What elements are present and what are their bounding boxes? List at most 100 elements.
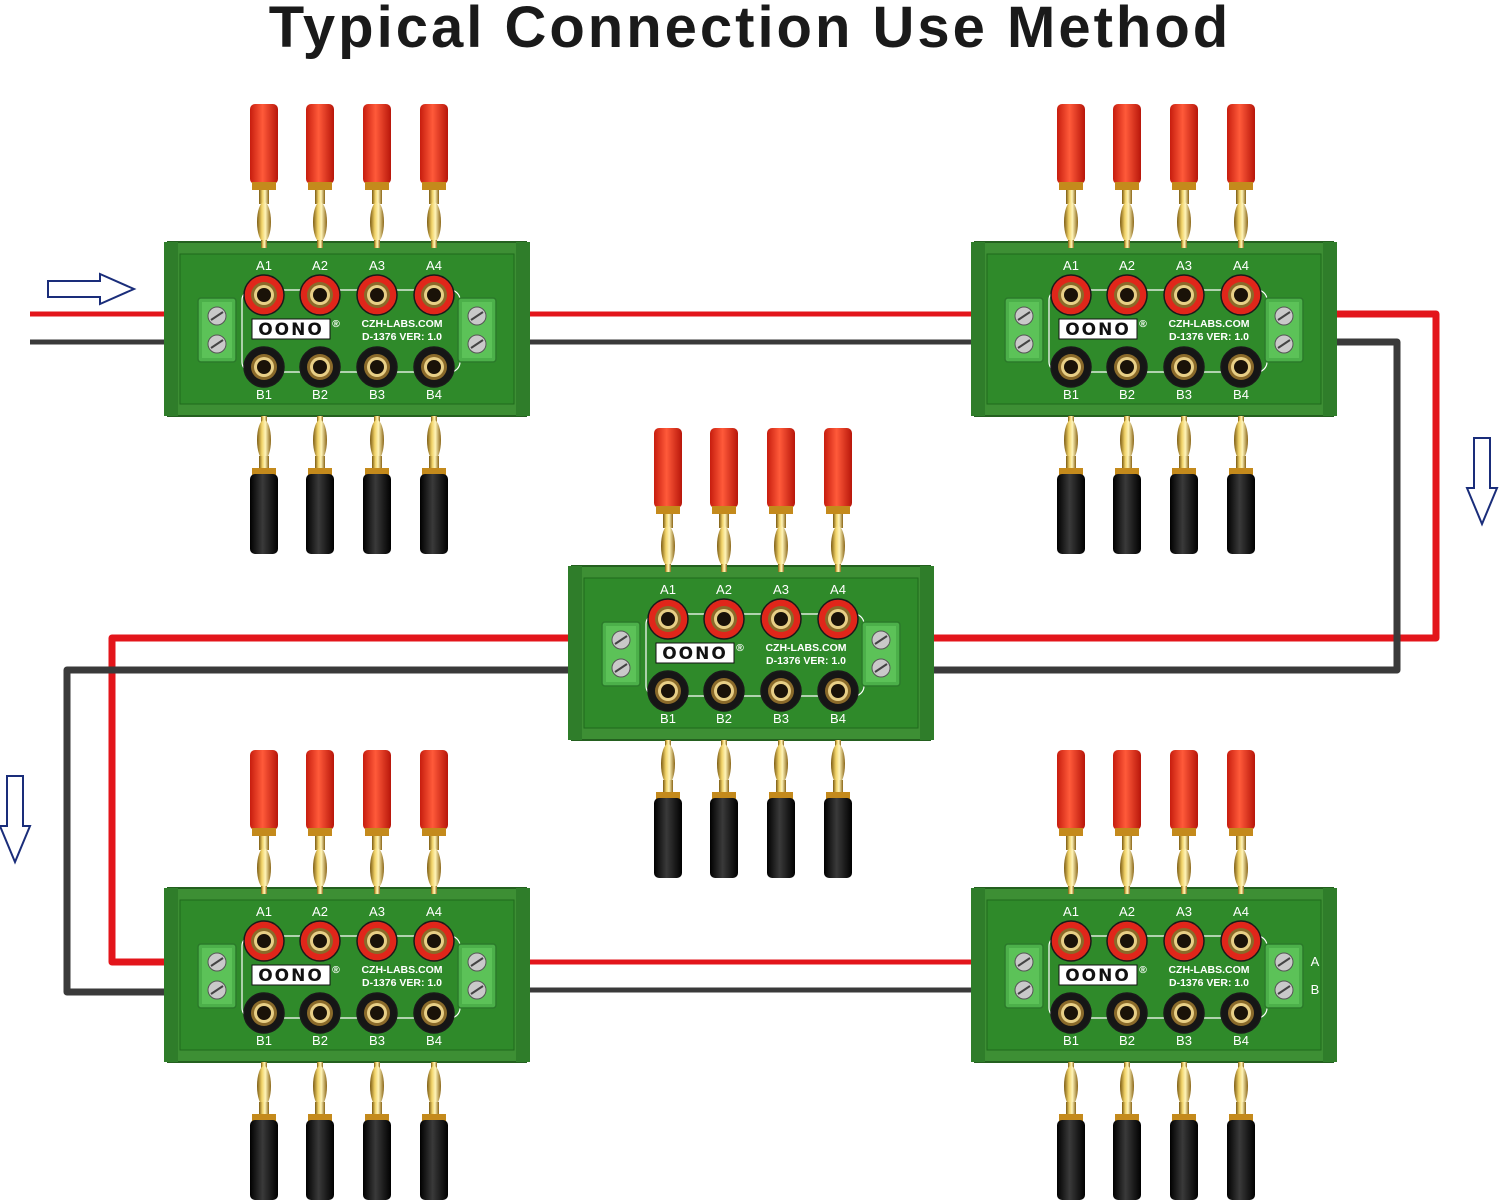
jack-b4[interactable]	[817, 670, 859, 712]
terminal-block-right[interactable]	[457, 943, 497, 1009]
jack-label-b1: B1	[256, 1033, 272, 1048]
black-banana-plug	[1113, 1062, 1141, 1200]
jack-b2[interactable]	[299, 992, 341, 1034]
jack-a3[interactable]	[1163, 274, 1205, 316]
jack-a1[interactable]	[1050, 274, 1092, 316]
jack-a3[interactable]	[1163, 920, 1205, 962]
jack-b1[interactable]	[1050, 992, 1092, 1034]
jack-label-b4: B4	[426, 387, 442, 402]
jack-b1[interactable]	[647, 670, 689, 712]
page-title: Typical Connection Use Method	[268, 0, 1232, 60]
terminal-block-left[interactable]	[197, 943, 237, 1009]
jack-label-b4: B4	[830, 711, 846, 726]
jack-a2[interactable]	[1106, 274, 1148, 316]
wires	[30, 310, 1440, 996]
red-banana-plug	[824, 428, 852, 572]
jack-b3[interactable]	[356, 346, 398, 388]
jack-label-b3: B3	[369, 1033, 385, 1048]
jack-b4[interactable]	[1220, 992, 1262, 1034]
red-banana-plug	[1170, 750, 1198, 894]
red-banana-plug	[306, 104, 334, 248]
jack-b4[interactable]	[413, 992, 455, 1034]
jack-b1[interactable]	[1050, 346, 1092, 388]
registered-mark: ®	[736, 642, 744, 654]
black-banana-plug	[306, 1062, 334, 1200]
jack-a3[interactable]	[356, 274, 398, 316]
jack-a2[interactable]	[1106, 920, 1148, 962]
jack-b2[interactable]	[299, 346, 341, 388]
svg-text:OONO: OONO	[1065, 966, 1131, 986]
jack-a2[interactable]	[299, 274, 341, 316]
terminal-block-left[interactable]	[197, 297, 237, 363]
brand-logo: OONO	[251, 964, 331, 986]
black-banana-plug	[824, 740, 852, 878]
jack-label-b3: B3	[773, 711, 789, 726]
terminal-block-left[interactable]	[601, 621, 641, 687]
jack-a3[interactable]	[356, 920, 398, 962]
black-banana-plug	[1170, 1062, 1198, 1200]
terminal-label-b: B	[1311, 982, 1320, 997]
svg-text:OONO: OONO	[1065, 320, 1131, 340]
jack-label-b2: B2	[312, 1033, 328, 1048]
jack-a4[interactable]	[1220, 920, 1262, 962]
jack-label-b2: B2	[1119, 1033, 1135, 1048]
jack-b3[interactable]	[356, 992, 398, 1034]
black-banana-plug	[1057, 416, 1085, 554]
jack-label-a2: A2	[312, 904, 328, 919]
registered-mark: ®	[1139, 318, 1147, 330]
red-banana-plug	[767, 428, 795, 572]
black-banana-plug	[363, 1062, 391, 1200]
jack-a1[interactable]	[243, 274, 285, 316]
jack-label-a1: A1	[660, 582, 676, 597]
terminal-block-right[interactable]	[1264, 297, 1304, 363]
model-text: D-1376 VER: 1.0	[766, 655, 846, 667]
terminal-block-left[interactable]	[1004, 943, 1044, 1009]
terminal-block-right[interactable]	[457, 297, 497, 363]
red-banana-plug	[1227, 750, 1255, 894]
red-wire-2-3	[880, 310, 1440, 642]
jack-a2[interactable]	[299, 920, 341, 962]
red-banana-plug	[1057, 750, 1085, 894]
black-banana-plug	[710, 740, 738, 878]
jack-b2[interactable]	[703, 670, 745, 712]
jack-a4[interactable]	[817, 598, 859, 640]
terminal-block-left[interactable]	[1004, 297, 1044, 363]
jack-b2[interactable]	[1106, 992, 1148, 1034]
jack-label-a2: A2	[312, 258, 328, 273]
jack-a4[interactable]	[413, 274, 455, 316]
jack-b3[interactable]	[1163, 992, 1205, 1034]
black-wire-2-3	[880, 338, 1401, 674]
jack-b3[interactable]	[1163, 346, 1205, 388]
jack-b3[interactable]	[760, 670, 802, 712]
jack-label-b2: B2	[312, 387, 328, 402]
terminal-block-right[interactable]	[1264, 943, 1304, 1009]
red-banana-plug	[306, 750, 334, 894]
jack-a1[interactable]	[1050, 920, 1092, 962]
jack-b4[interactable]	[1220, 346, 1262, 388]
black-banana-plug	[420, 416, 448, 554]
arrow-down-icon	[0, 775, 32, 865]
jack-a3[interactable]	[760, 598, 802, 640]
red-banana-plug	[1170, 104, 1198, 248]
jack-a2[interactable]	[703, 598, 745, 640]
red-banana-plug	[363, 104, 391, 248]
jack-label-b1: B1	[1063, 1033, 1079, 1048]
jack-b1[interactable]	[243, 346, 285, 388]
terminal-block-right[interactable]	[861, 621, 901, 687]
jack-label-b2: B2	[716, 711, 732, 726]
jack-label-a2: A2	[1119, 904, 1135, 919]
jack-a4[interactable]	[1220, 274, 1262, 316]
jack-label-b2: B2	[1119, 387, 1135, 402]
svg-text:OONO: OONO	[258, 320, 324, 340]
jack-a1[interactable]	[243, 920, 285, 962]
jack-b4[interactable]	[413, 346, 455, 388]
jack-b1[interactable]	[243, 992, 285, 1034]
jack-label-a4: A4	[426, 258, 442, 273]
jack-a4[interactable]	[413, 920, 455, 962]
jack-b2[interactable]	[1106, 346, 1148, 388]
red-banana-plug	[1113, 104, 1141, 248]
red-banana-plug	[654, 428, 682, 572]
jack-a1[interactable]	[647, 598, 689, 640]
